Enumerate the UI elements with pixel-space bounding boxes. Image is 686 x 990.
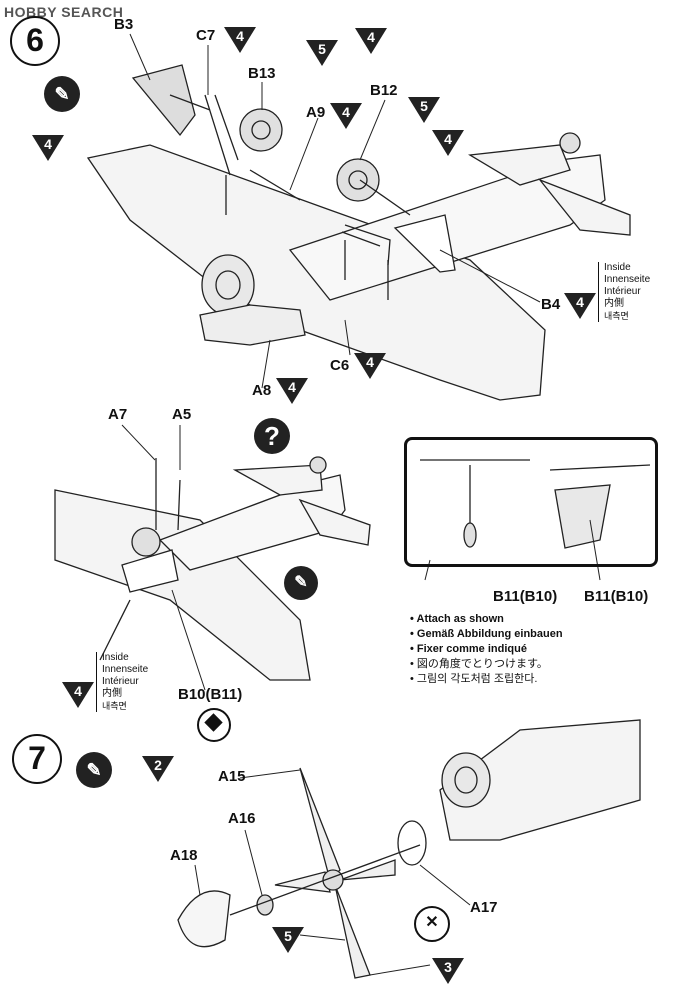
part-label-a16: A16 [228,810,256,827]
part-label-a17: A17 [470,899,498,916]
part-label-a15: A15 [218,768,246,785]
part-label-a8: A8 [252,382,272,399]
color-triangle: 4 [355,28,387,54]
no-cement-icon: ✕ [414,906,450,942]
part-label-b11-b10-right: B11(B10) [584,588,649,605]
cement-icon: ✎ [76,752,112,788]
part-label-b4: B4 [541,296,561,313]
color-triangle: 4 [354,353,386,379]
rotate-diamond-icon [197,708,231,742]
color-triangle: 4 [330,103,362,129]
inside-note-upper: Inside Innenseite Intérieur 内側 내측면 [598,262,650,322]
question-icon: ? [254,418,290,454]
color-triangle: 4 [276,378,308,404]
part-label-b11-b10-left: B11(B10) [493,588,558,605]
part-label-b13: B13 [248,65,276,82]
part-label-a5: A5 [172,406,192,423]
attach-instructions: • Attach as shown • Gemäß Abbildung einb… [410,613,563,685]
color-triangle: 3 [432,958,464,984]
color-triangle: 4 [62,682,94,708]
color-triangle: 2 [142,756,174,782]
color-triangle: 4 [224,27,256,53]
color-triangle: 5 [408,97,440,123]
part-label-a9: A9 [306,104,326,121]
part-label-b10-b11: B10(B11) [178,686,243,703]
step-7-number: 7 [12,734,62,784]
part-label-c7: C7 [196,27,216,44]
cement-point-icon: ✎ [284,566,318,600]
part-label-b12: B12 [370,82,398,99]
cement-icon: ✎ [44,76,80,112]
part-label-c6: C6 [330,357,350,374]
color-triangle: 5 [272,927,304,953]
detail-box [404,437,658,567]
inside-note-lower: Inside Innenseite Intérieur 内側 내측면 [96,652,148,712]
step-6-number: 6 [10,16,60,66]
color-triangle: 5 [306,40,338,66]
part-label-b3: B3 [114,16,134,33]
part-label-a18: A18 [170,847,198,864]
part-label-a7: A7 [108,406,128,423]
color-triangle: 4 [32,135,64,161]
color-triangle: 4 [564,293,596,319]
color-triangle: 4 [432,130,464,156]
